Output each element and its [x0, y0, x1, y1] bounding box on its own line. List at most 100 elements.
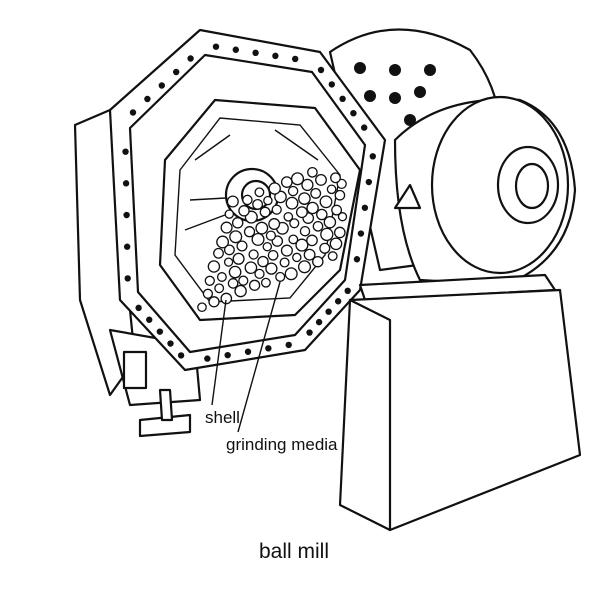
shell-bolt	[135, 304, 142, 312]
shell-bolt	[224, 351, 231, 359]
grinding-ball	[248, 279, 261, 291]
grinding-ball	[307, 166, 318, 178]
grinding-ball	[234, 284, 247, 298]
shell-bolt	[285, 341, 292, 349]
shell-bolt	[357, 230, 365, 237]
grinding-ball	[287, 185, 299, 197]
grinding-ball	[265, 230, 277, 241]
shell-bolt	[325, 308, 332, 315]
grinding-ball	[310, 187, 322, 199]
grinding-ball	[213, 247, 224, 259]
grinding-media-balls	[197, 166, 348, 313]
grinding-ball	[236, 240, 248, 252]
shell-bolt	[144, 95, 151, 103]
grinding-ball	[197, 302, 207, 313]
shell-bolt	[361, 124, 368, 131]
grinding-ball	[268, 182, 281, 195]
grinding-ball	[315, 173, 327, 186]
shell-bolt	[212, 43, 220, 50]
grinding-ball	[254, 268, 265, 280]
grinding-ball	[334, 189, 346, 201]
shell-bolt	[328, 81, 335, 88]
grinding-ball	[289, 218, 300, 229]
grinding-ball	[279, 257, 290, 268]
shell-bolt	[122, 148, 129, 155]
grinding-ball	[228, 265, 242, 279]
grinding-ball	[331, 204, 343, 216]
grinding-ball	[288, 234, 299, 245]
grinding-ball	[303, 248, 316, 261]
shell-bolt	[353, 256, 361, 263]
grinding-ball	[292, 252, 302, 263]
drive-pulley	[393, 95, 577, 287]
grinding-media-label: grinding media	[226, 435, 338, 454]
grinding-ball	[248, 249, 259, 260]
grinding-ball	[306, 234, 318, 247]
shell-bolt	[204, 355, 211, 362]
grinding-ball	[238, 275, 249, 286]
shell-label: shell	[205, 408, 240, 427]
grinding-ball	[306, 201, 319, 215]
shell-bolt	[177, 352, 185, 359]
grinding-ball	[319, 195, 333, 209]
grinding-ball	[262, 241, 273, 252]
shell-bolt	[252, 49, 259, 57]
grinding-ball	[295, 206, 308, 219]
grinding-ball	[327, 251, 338, 262]
shell-bolt	[244, 348, 252, 355]
grinding-ball	[238, 205, 250, 217]
grinding-ball	[290, 172, 305, 186]
grinding-ball	[280, 244, 293, 257]
grinding-ball	[231, 217, 244, 229]
grinding-ball	[220, 221, 233, 234]
shell-bolt	[123, 211, 130, 219]
grinding-ball	[242, 194, 253, 206]
shell-bolt	[123, 243, 131, 250]
grinding-ball	[320, 227, 334, 242]
pedestal	[338, 273, 582, 532]
grinding-ball	[268, 218, 281, 230]
shell-bolt	[232, 46, 239, 53]
grinding-ball	[299, 225, 311, 237]
grinding-ball	[223, 257, 234, 267]
grinding-ball	[260, 277, 271, 288]
grinding-ball	[255, 221, 269, 235]
shell-bolt	[167, 340, 174, 347]
grinding-ball	[220, 292, 233, 305]
grinding-ball	[295, 238, 309, 252]
grinding-ball	[232, 252, 245, 265]
grinding-ball	[285, 196, 299, 210]
shell-bolt	[122, 180, 130, 187]
grinding-ball	[316, 208, 328, 221]
grinding-ball	[283, 211, 294, 222]
grinding-ball	[274, 190, 287, 204]
shell-bolt	[369, 153, 376, 160]
grinding-ball	[254, 187, 265, 198]
grinding-ball	[252, 198, 264, 210]
shell-bolt	[158, 82, 165, 89]
grinding-ball	[207, 260, 221, 273]
grinding-ball	[326, 184, 337, 195]
grinding-ball	[229, 230, 243, 244]
shell-bolt	[339, 95, 346, 103]
grinding-ball	[204, 275, 215, 286]
shell-bolt	[187, 55, 194, 62]
shell-bolt	[124, 275, 131, 282]
shell-bolt	[129, 109, 137, 116]
grinding-ball	[265, 262, 278, 275]
shell-bolt	[350, 110, 357, 117]
shell-bolt	[272, 52, 279, 60]
shell-bolt	[146, 316, 153, 323]
grinding-ball	[323, 215, 337, 229]
leader-lines	[211, 281, 281, 433]
shell-bolt	[292, 55, 299, 63]
grinding-ball	[257, 255, 269, 268]
grinding-ball	[226, 195, 239, 208]
grinding-ball	[214, 283, 225, 294]
grinding-ball	[202, 288, 214, 299]
grinding-ball	[337, 212, 348, 222]
shell-bolt	[265, 345, 272, 352]
grinding-ball	[336, 178, 347, 190]
shell-bolt	[315, 318, 323, 326]
